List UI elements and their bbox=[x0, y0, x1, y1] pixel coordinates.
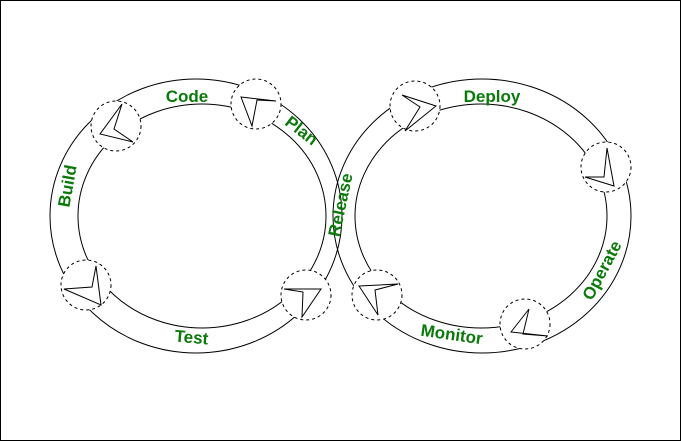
stage-label-release: Release bbox=[325, 171, 357, 238]
node-left-top-right bbox=[230, 78, 282, 130]
node-right-bottom-left bbox=[351, 269, 403, 321]
direction-arrow-icon bbox=[401, 94, 438, 132]
dashed-node-circle bbox=[389, 80, 441, 132]
node-right-right bbox=[580, 141, 632, 193]
direction-arrow-icon bbox=[358, 283, 399, 316]
stage-label-code: Code bbox=[166, 87, 209, 106]
direction-arrow-icon bbox=[63, 265, 102, 306]
right-loop-outer-edge bbox=[332, 78, 632, 354]
direction-arrow-icon bbox=[584, 147, 615, 187]
dashed-node-circle bbox=[60, 259, 112, 311]
dashed-node-circle bbox=[351, 269, 403, 321]
node-right-top-left bbox=[389, 80, 441, 132]
direction-arrow-icon bbox=[283, 288, 322, 319]
direction-arrow-icon bbox=[240, 96, 277, 128]
direction-arrow-icon bbox=[99, 103, 134, 143]
node-left-bottom-right bbox=[280, 269, 332, 321]
direction-arrow-icon bbox=[510, 308, 549, 337]
left-loop-outer-edge bbox=[49, 78, 343, 354]
node-left-bottom-left bbox=[60, 259, 112, 311]
stage-label-plan: Plan bbox=[281, 112, 321, 149]
dashed-node-circle bbox=[90, 100, 142, 152]
stage-label-deploy: Deploy bbox=[464, 87, 521, 106]
right-loop-inner-edge bbox=[354, 103, 608, 329]
left-loop-inner-edge bbox=[77, 103, 327, 329]
left-loop bbox=[49, 78, 343, 354]
node-right-bottom-right bbox=[499, 298, 551, 350]
right-loop bbox=[332, 78, 632, 354]
node-left-top-left bbox=[90, 100, 142, 152]
stage-label-test: Test bbox=[174, 327, 210, 349]
